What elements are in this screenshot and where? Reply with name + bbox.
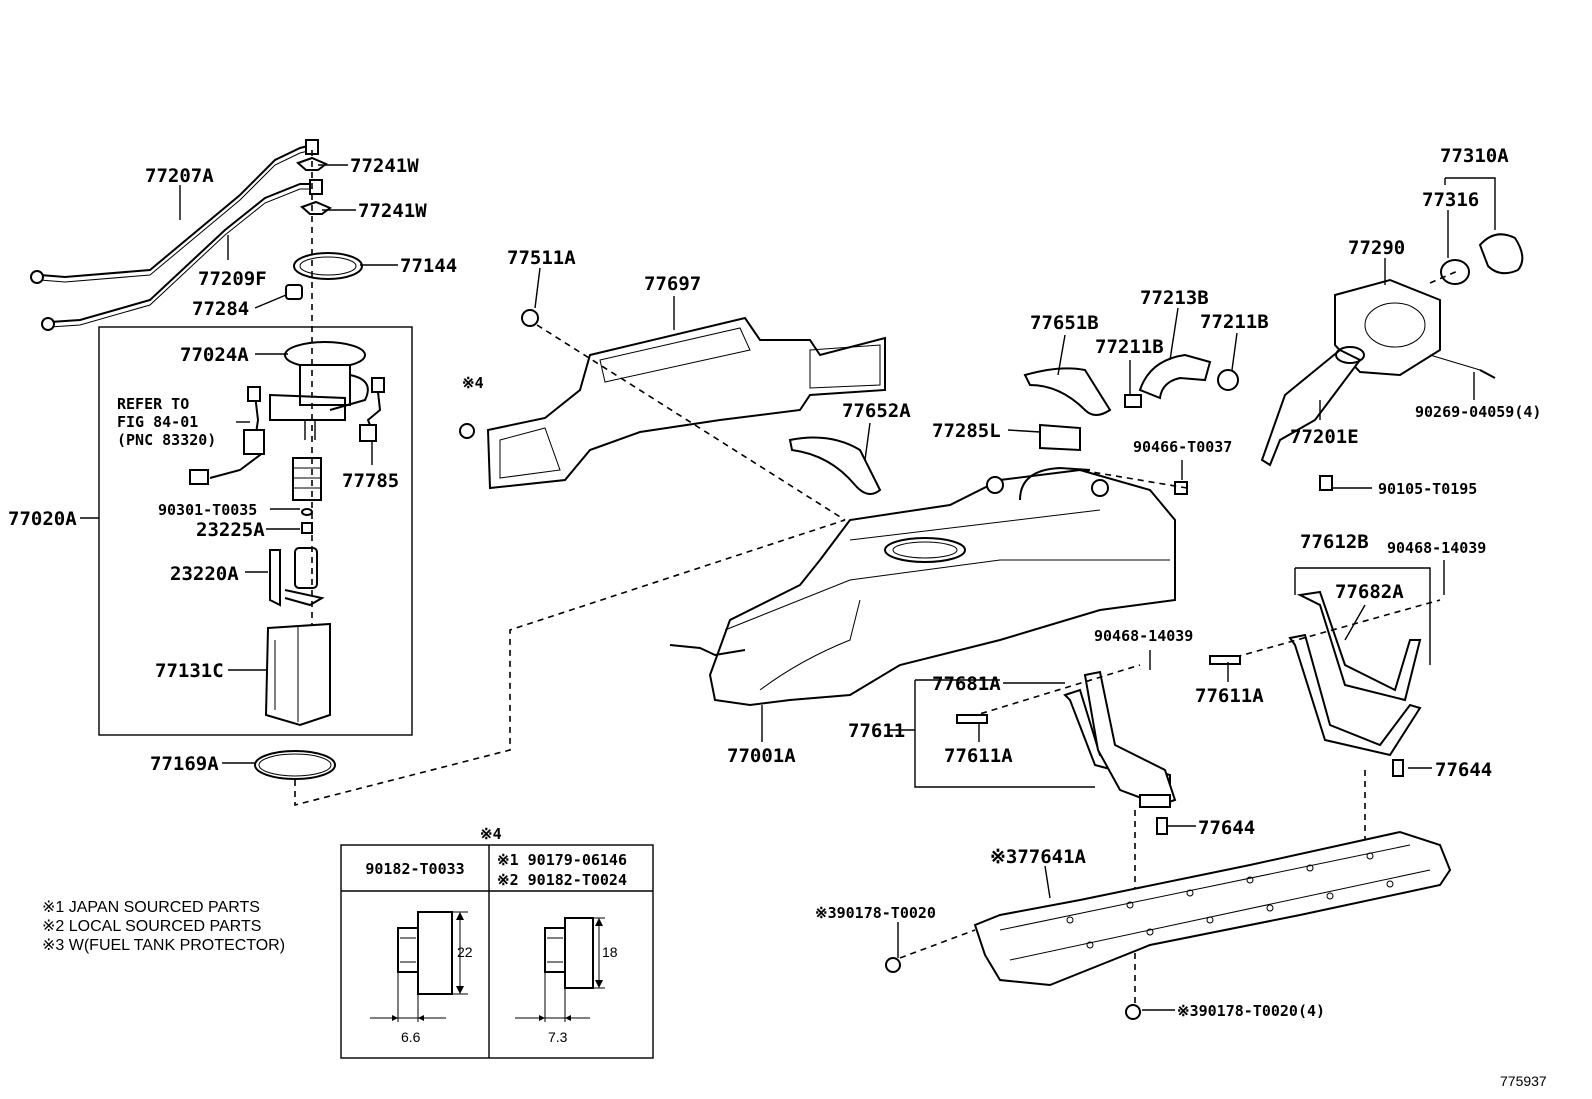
label-77290[interactable]: 77290 [1348,237,1405,259]
label-77207A[interactable]: 77207A [145,165,214,187]
label-90178-T0020-4[interactable]: ※390178-T0020(4) [1177,1002,1325,1020]
lock-ring-77144 [293,252,363,280]
legend-notes: ※1 JAPAN SOURCED PARTS ※2 LOCAL SOURCED … [42,899,285,954]
refer-line-3: (PNC 83320) [117,431,216,449]
part-labels: 77207A 77241W 77241W 77144 77209F 77284 … [8,145,1541,1020]
note-mark-4-left: ※4 [462,374,484,392]
label-77020A[interactable]: 77020A [8,508,77,530]
legend-note-3: ※3 W(FUEL TANK PROTECTOR) [42,937,285,954]
label-77310A[interactable]: 77310A [1440,145,1509,167]
filler-neck-group [1079,233,1524,495]
tank-protector-77697 [459,309,886,521]
fuel-line-77209F [49,183,316,323]
label-77316[interactable]: 77316 [1422,189,1479,211]
label-77024A[interactable]: 77024A [180,344,249,366]
fuel-tank-77001A [669,466,1176,707]
bolt-col1-header: 90182-T0033 [365,860,464,878]
heat-shield-77651B [1023,367,1112,416]
label-23225A[interactable]: 23225A [196,519,265,541]
fuel-cap-77316 [1478,233,1524,275]
label-77611[interactable]: 77611 [848,720,905,742]
bolt-1-height: 22 [457,944,473,960]
note-mark-4-table: ※4 [480,825,502,843]
label-77697[interactable]: 77697 [644,273,701,295]
bolt-col2-header-2: ※2 90182-T0024 [497,871,627,889]
legend-note-2: ※2 LOCAL SOURCED PARTS [42,918,261,935]
hose-77213B [1138,353,1212,400]
label-77131C[interactable]: 77131C [155,660,224,682]
label-77201E[interactable]: 77201E [1290,426,1359,448]
figure-number: 775937 [1500,1073,1547,1089]
refer-line-1: REFER TO [117,395,189,413]
leader-lines [80,164,1496,1011]
heat-shield-77652A [788,436,882,495]
refer-line-2[interactable]: FIG 84-01 [117,413,198,431]
label-77611A-left[interactable]: 77611A [944,745,1013,767]
bolt-drawing-2 [515,917,605,1022]
label-77652A[interactable]: 77652A [842,400,911,422]
label-90269-04059[interactable]: 90269-04059(4) [1415,403,1541,421]
label-77284[interactable]: 77284 [192,298,249,320]
label-77644-right[interactable]: 77644 [1435,759,1492,781]
label-77001A[interactable]: 77001A [727,745,796,767]
label-77641A[interactable]: ※377641A [990,846,1087,868]
label-77651B[interactable]: 77651B [1030,312,1099,334]
label-77211B-right[interactable]: 77211B [1200,311,1269,333]
label-77241W-lower[interactable]: 77241W [358,200,427,222]
label-77211B-left[interactable]: 77211B [1095,336,1164,358]
label-23220A[interactable]: 23220A [170,563,239,585]
gasket-77169A [254,750,336,780]
bolt-2-width: 7.3 [548,1029,568,1045]
label-90178-T0020[interactable]: ※390178-T0020 [815,904,936,922]
label-77241W-upper[interactable]: 77241W [350,155,419,177]
label-90468-14039-center[interactable]: 90468-14039 [1094,627,1193,645]
fuel-pump-box [98,326,413,736]
label-77612B[interactable]: 77612B [1300,531,1369,553]
bolt-spec-table: ※4 90182-T0033 ※1 90179-06146 ※2 90182-T… [340,825,654,1059]
bolt-drawing-1 [370,911,468,1022]
fuel-pump-assembly-group [30,139,846,807]
label-77285L[interactable]: 77285L [932,420,1001,442]
label-77681A[interactable]: 77681A [932,673,1001,695]
label-90105-T0195[interactable]: 90105-T0195 [1378,480,1477,498]
label-77511A[interactable]: 77511A [507,247,576,269]
label-90301-T0035[interactable]: 90301-T0035 [158,501,257,519]
tank-straps [956,590,1441,1005]
label-77213B[interactable]: 77213B [1140,287,1209,309]
label-77209F[interactable]: 77209F [198,268,267,290]
label-77644-center[interactable]: 77644 [1198,817,1255,839]
bolt-1-width: 6.6 [401,1029,421,1045]
label-77144[interactable]: 77144 [400,255,457,277]
label-77611A-right[interactable]: 77611A [1195,685,1264,707]
bolt-2-height: 18 [602,944,618,960]
label-77169A[interactable]: 77169A [150,753,219,775]
label-90466-T0037[interactable]: 90466-T0037 [1133,438,1232,456]
bolt-col2-header-1: ※1 90179-06146 [497,851,627,869]
label-77682A[interactable]: 77682A [1335,581,1404,603]
legend-note-1: ※1 JAPAN SOURCED PARTS [42,899,260,916]
label-77785[interactable]: 77785 [342,470,399,492]
fuel-line-77207A [39,144,313,279]
skid-plate-77641A [973,830,1452,987]
label-90468-14039-right[interactable]: 90468-14039 [1387,539,1486,557]
